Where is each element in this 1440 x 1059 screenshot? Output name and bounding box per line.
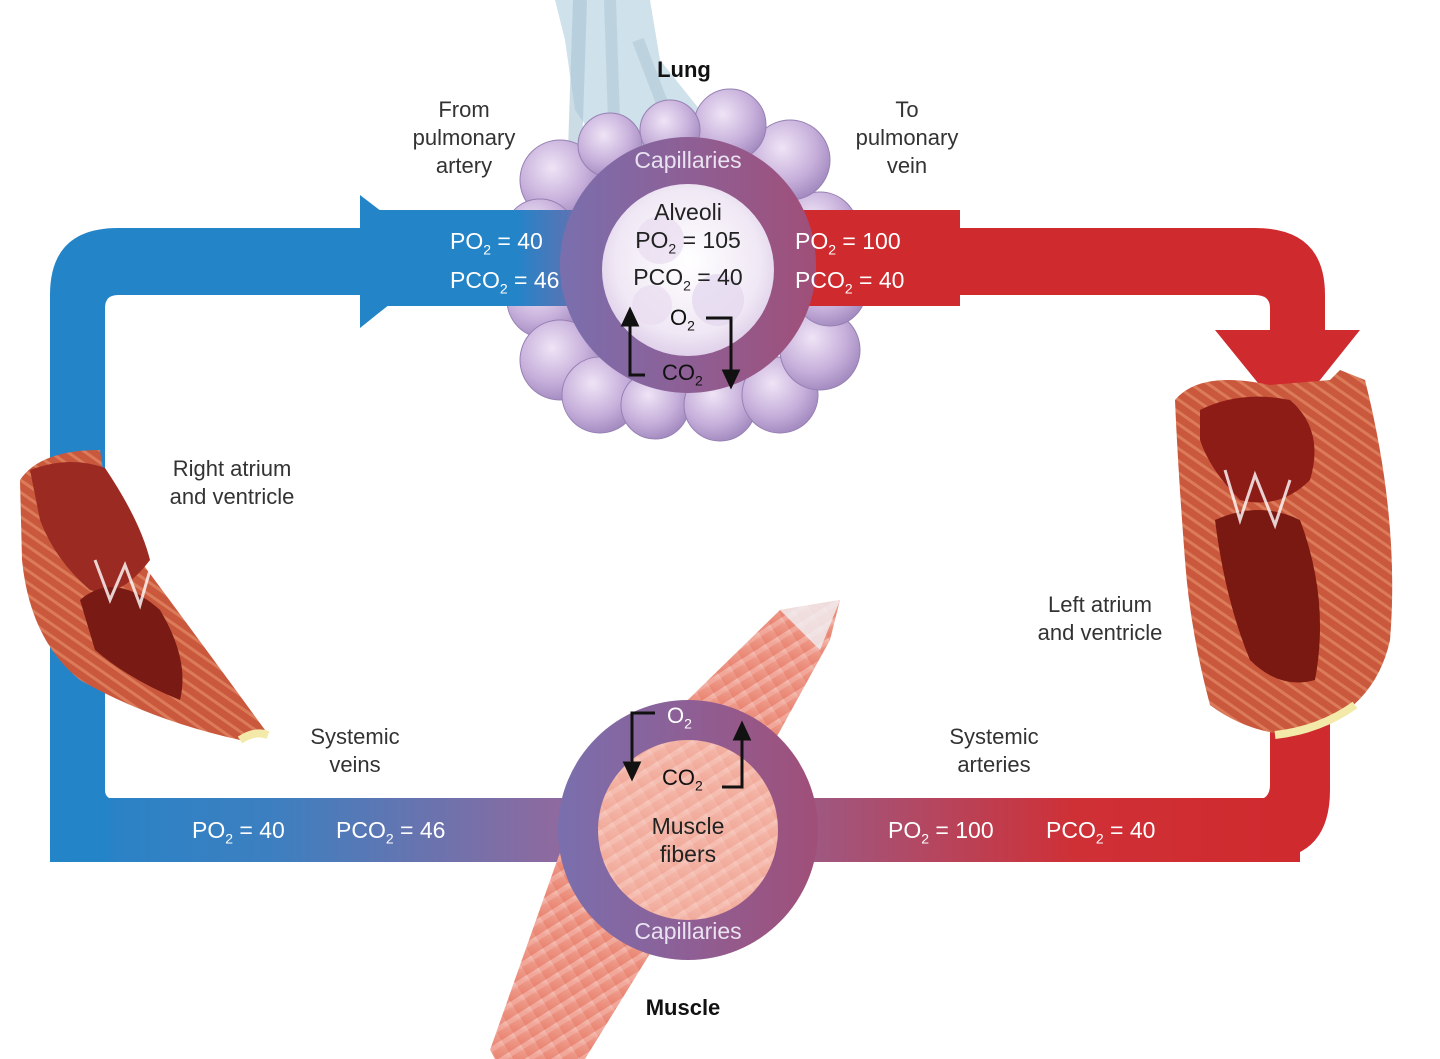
muscle-title: Muscle — [645, 995, 721, 1020]
lung-in-pco2: PCO2 = 46 — [450, 266, 560, 297]
lung-capillaries-label: Capillaries — [634, 147, 742, 173]
alveoli-pco2: PCO2 = 40 — [633, 263, 743, 294]
left-heart-illustration — [1175, 370, 1393, 739]
from-label-line-3: artery — [435, 153, 493, 178]
muscle-fibers-line-1: Muscle — [651, 813, 725, 839]
right-heart-line-2: and ventricle — [169, 484, 295, 509]
to-pulmonary-vein-label: To pulmonary vein — [856, 96, 959, 180]
left-heart-label: Left atrium and ventricle — [1038, 591, 1163, 647]
muscle-o2-label: O2 — [667, 703, 692, 732]
muscle-capillary-ring — [558, 700, 818, 960]
right-heart-label: Right atrium and ventricle — [170, 455, 295, 511]
right-heart-illustration — [20, 450, 270, 744]
from-label-line-2: pulmonary — [412, 125, 516, 150]
systemic-arteries-line-1: Systemic — [949, 724, 1039, 749]
lung-o2-label: O2 — [670, 305, 695, 334]
muscle-capillaries-label: Capillaries — [634, 918, 742, 944]
systemic-veins-label: Systemic veins — [310, 723, 399, 779]
left-heart-line-1: Left atrium — [1048, 592, 1152, 617]
muscle-co2-label: CO2 — [662, 765, 703, 794]
from-label-line-1: From — [438, 97, 490, 122]
lung-out-pco2: PCO2 = 40 — [795, 266, 905, 297]
alveoli-po2: PO2 = 105 — [635, 227, 741, 257]
lung-title: Lung — [657, 57, 711, 82]
lung-inflow-values: PO2 = 40 PCO2 = 46 — [450, 226, 559, 303]
systemic-arteries-label: Systemic arteries — [949, 723, 1038, 779]
to-label-line-1: To — [895, 97, 919, 122]
lung-out-po2: PO2 = 100 — [795, 228, 901, 258]
arteries-pco2: PCO2 = 40 — [1046, 817, 1156, 847]
lung-co2-label: CO2 — [662, 360, 703, 389]
veins-po2: PO2 = 40 — [192, 817, 285, 847]
lung-capillary-ring — [560, 137, 816, 393]
lung-exchange-arrows — [620, 306, 741, 390]
systemic-veins-line-1: Systemic — [310, 724, 400, 749]
lung-in-po2: PO2 = 40 — [450, 228, 543, 258]
lung-outflow-values: PO2 = 100 PCO2 = 40 — [795, 226, 904, 303]
muscle-fibers-label: Muscle fibers — [652, 812, 725, 868]
systemic-veins-line-2: veins — [329, 752, 381, 777]
veins-pco2: PCO2 = 46 — [336, 817, 446, 847]
to-label-line-3: vein — [886, 153, 928, 178]
muscle-exchange-arrows — [622, 711, 752, 789]
to-label-line-2: pulmonary — [855, 125, 959, 150]
alveoli-title: Alveoli — [654, 199, 722, 225]
alveoli-label: Alveoli PO2 = 105 PCO2 = 40 — [633, 198, 742, 299]
left-heart-line-2: and ventricle — [1037, 620, 1163, 645]
from-pulmonary-artery-label: From pulmonary artery — [413, 96, 516, 180]
systemic-arteries-line-2: arteries — [957, 752, 1031, 777]
right-heart-line-1: Right atrium — [172, 456, 292, 481]
arteries-po2: PO2 = 100 — [888, 817, 994, 847]
muscle-fibers-line-2: fibers — [659, 841, 717, 867]
